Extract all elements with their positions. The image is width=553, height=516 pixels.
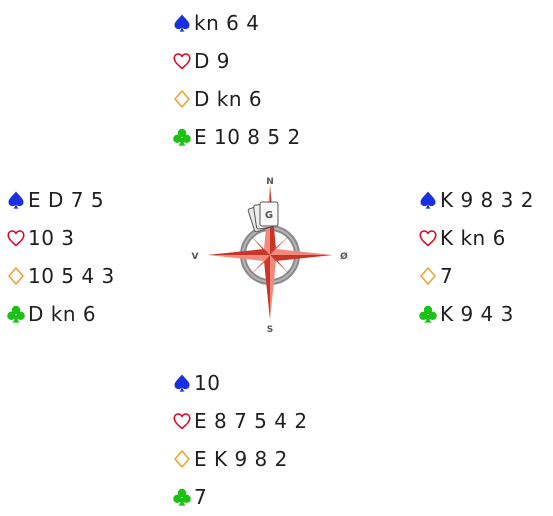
- north-clubs-cards: E 10 8 5 2: [194, 125, 301, 149]
- south-diamonds-cards: E K 9 8 2: [194, 447, 288, 471]
- diamond-icon: [6, 266, 26, 286]
- heart-icon: [172, 51, 192, 71]
- west-spades-cards: E D 7 5: [28, 188, 105, 212]
- north-hearts-cards: D 9: [194, 49, 230, 73]
- club-icon: [418, 304, 438, 324]
- hand-east: K 9 8 3 2 K kn 6 7 K 9 4 3: [418, 181, 534, 333]
- compass-rose: G N S V Ø: [185, 170, 355, 340]
- diamond-icon: [172, 449, 192, 469]
- dealer-cards-icon: G: [247, 201, 279, 233]
- spade-icon: [418, 190, 438, 210]
- north-spades-row: kn 6 4: [172, 4, 301, 42]
- heart-icon: [418, 228, 438, 248]
- west-clubs-cards: D kn 6: [28, 302, 97, 326]
- north-diamonds-row: D kn 6: [172, 80, 301, 118]
- south-hearts-row: E 8 7 5 4 2: [172, 402, 308, 440]
- spade-icon: [172, 13, 192, 33]
- club-icon: [6, 304, 26, 324]
- south-clubs-row: 7: [172, 478, 308, 516]
- north-clubs-row: E 10 8 5 2: [172, 118, 301, 156]
- east-clubs-row: K 9 4 3: [418, 295, 534, 333]
- west-diamonds-row: 10 5 4 3: [6, 257, 115, 295]
- spade-icon: [172, 373, 192, 393]
- direction-west: V: [192, 252, 199, 262]
- north-spades-cards: kn 6 4: [194, 11, 260, 35]
- south-diamonds-row: E K 9 8 2: [172, 440, 308, 478]
- east-spades-row: K 9 8 3 2: [418, 181, 534, 219]
- compass-rays: [207, 185, 333, 320]
- dealer-marker: G: [265, 210, 273, 221]
- west-hearts-row: 10 3: [6, 219, 115, 257]
- hand-north: kn 6 4 D 9 D kn 6 E 10 8 5 2: [172, 4, 301, 156]
- east-diamonds-row: 7: [418, 257, 534, 295]
- north-hearts-row: D 9: [172, 42, 301, 80]
- east-diamonds-cards: 7: [440, 264, 454, 288]
- west-diamonds-cards: 10 5 4 3: [28, 264, 115, 288]
- east-clubs-cards: K 9 4 3: [440, 302, 514, 326]
- east-hearts-cards: K kn 6: [440, 226, 506, 250]
- heart-icon: [6, 228, 26, 248]
- west-hearts-cards: 10 3: [28, 226, 75, 250]
- east-spades-cards: K 9 8 3 2: [440, 188, 534, 212]
- hand-south: 10 E 8 7 5 4 2 E K 9 8 2 7: [172, 364, 308, 516]
- south-clubs-cards: 7: [194, 485, 208, 509]
- east-hearts-row: K kn 6: [418, 219, 534, 257]
- west-spades-row: E D 7 5: [6, 181, 115, 219]
- diamond-icon: [418, 266, 438, 286]
- spade-icon: [6, 190, 26, 210]
- west-clubs-row: D kn 6: [6, 295, 115, 333]
- direction-north: N: [266, 177, 274, 187]
- south-hearts-cards: E 8 7 5 4 2: [194, 409, 308, 433]
- heart-icon: [172, 411, 192, 431]
- club-icon: [172, 487, 192, 507]
- north-diamonds-cards: D kn 6: [194, 87, 263, 111]
- diamond-icon: [172, 89, 192, 109]
- direction-east: Ø: [340, 251, 348, 262]
- south-spades-row: 10: [172, 364, 308, 402]
- direction-south: S: [267, 325, 273, 335]
- hand-west: E D 7 5 10 3 10 5 4 3 D kn 6: [6, 181, 115, 333]
- club-icon: [172, 127, 192, 147]
- south-spades-cards: 10: [194, 371, 221, 395]
